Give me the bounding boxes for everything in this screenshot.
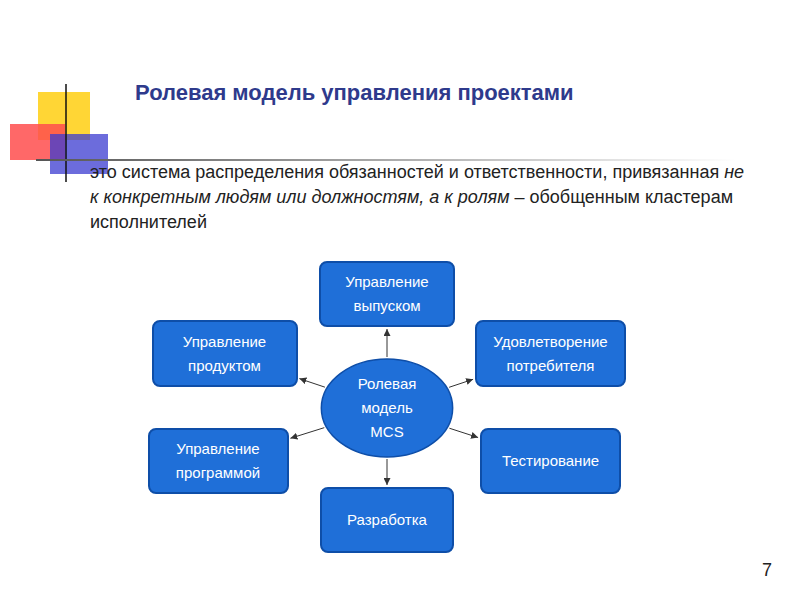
arrow-connector [299,379,325,388]
slide-title: Ролевая модель управления проектами [135,80,574,106]
arrow-connector [290,428,324,439]
horizontal-rule [36,159,736,161]
arrow-connector [449,428,478,437]
definition-text: это система распределения обязанностей и… [90,160,750,235]
role-box: Удовлетворение потребителя [475,320,626,387]
page-number: 7 [762,560,772,581]
role-label: Удовлетворение потребителя [483,330,618,378]
definition-part: это система распределения обязанностей и… [90,162,719,182]
role-label: Тестирование [502,449,599,473]
role-box: Тестирование [480,428,621,494]
role-box: Разработка [320,487,454,553]
role-label: Управление программой [156,437,281,485]
role-model-ellipse: Ролевая модель MCS [320,358,454,458]
role-box: Управление продуктом [152,320,298,387]
role-label: Разработка [347,508,427,532]
arrow-connector [449,379,473,387]
arrow-connector [387,459,388,485]
vertical-rule [65,84,67,182]
role-box: Управление программой [148,428,289,494]
arrow-connector [387,329,388,357]
role-label: Управление продуктом [160,330,290,378]
role-label: Управление выпуском [327,270,447,318]
role-label: Ролевая модель MCS [347,372,427,444]
role-box: Управление выпуском [319,261,455,327]
